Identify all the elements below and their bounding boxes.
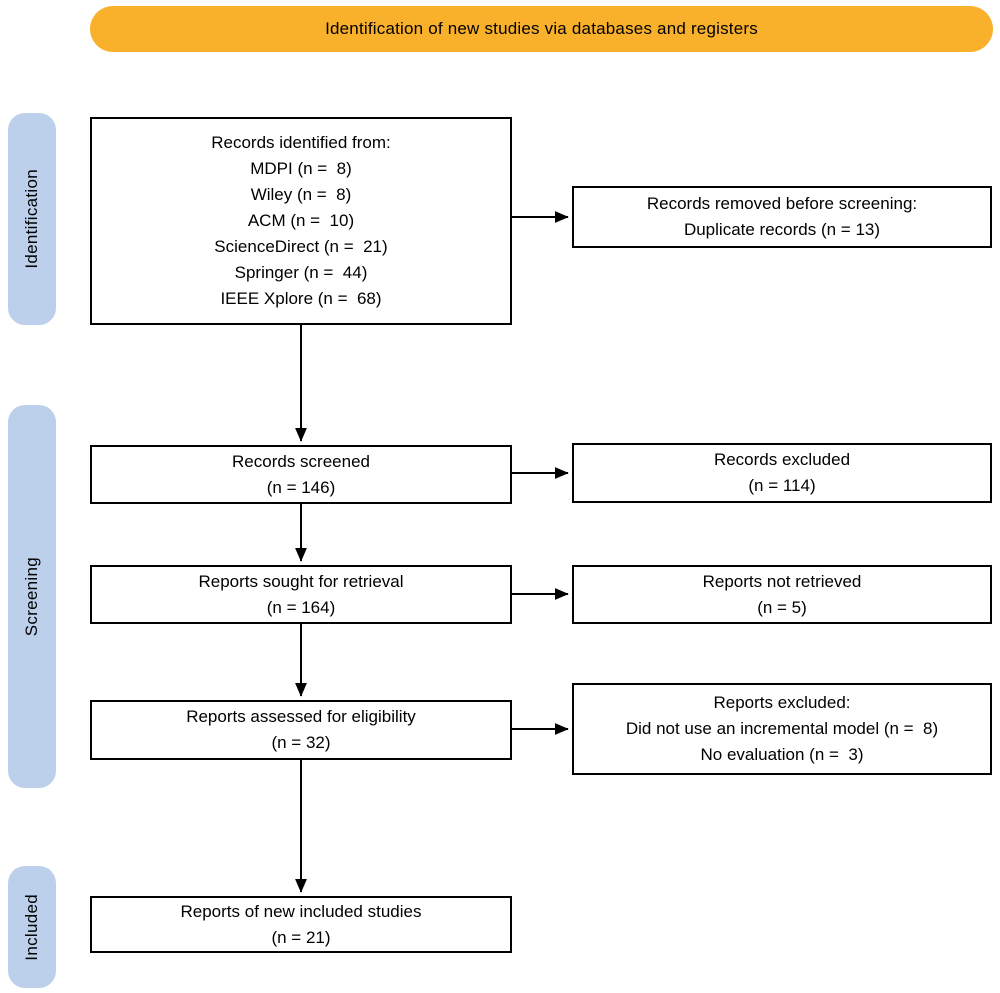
stage-tab-identification-label: Identification <box>22 169 41 269</box>
box-records-identified-text: Records identified from: MDPI (n = 8) Wi… <box>211 133 391 308</box>
box-reports-sought-for-retrieval: Reports sought for retrieval (n = 164) <box>90 565 512 624</box>
box-records-screened: Records screened (n = 146) <box>90 445 512 504</box>
stage-tab-identification: Identification <box>8 113 56 325</box>
box-reports-excluded-text: Reports excluded: Did not use an increme… <box>625 693 939 764</box>
stage-tab-screening: Screening <box>8 405 56 788</box>
box-reports-included-text: Reports of new included studies (n = 21) <box>180 901 422 947</box>
box-reports-excluded: Reports excluded: Did not use an increme… <box>572 683 992 775</box>
box-reports-sought-text: Reports sought for retrieval (n = 164) <box>198 571 404 617</box>
box-reports-assessed-text: Reports assessed for eligibility (n = 32… <box>186 707 416 752</box>
box-reports-of-new-included-studies: Reports of new included studies (n = 21) <box>90 896 512 953</box>
stage-tab-included: Included <box>8 866 56 988</box>
box-records-excluded: Records excluded (n = 114) <box>572 443 992 503</box>
box-reports-not-retrieved-text: Reports not retrieved (n = 5) <box>702 571 862 617</box>
stage-tab-screening-label: Screening <box>22 556 41 637</box>
box-records-excluded-text: Records excluded (n = 114) <box>713 450 851 495</box>
banner-label: Identification of new studies via databa… <box>325 19 758 38</box>
box-records-removed-text: Records removed before screening: Duplic… <box>646 194 918 239</box>
banner-identification-via-databases: Identification of new studies via databa… <box>90 6 993 52</box>
box-reports-not-retrieved: Reports not retrieved (n = 5) <box>572 565 992 624</box>
stage-tab-included-label: Included <box>22 893 41 961</box>
box-records-identified: Records identified from: MDPI (n = 8) Wi… <box>90 117 512 325</box>
box-records-screened-text: Records screened (n = 146) <box>232 451 370 497</box>
box-reports-assessed-for-eligibility: Reports assessed for eligibility (n = 32… <box>90 700 512 760</box>
box-records-removed-before-screening: Records removed before screening: Duplic… <box>572 186 992 248</box>
